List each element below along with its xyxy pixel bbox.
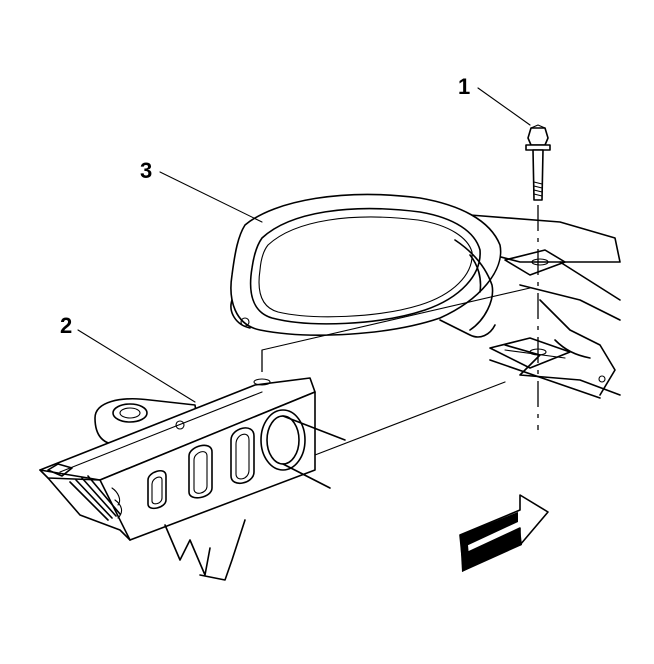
callout-label-1: 1 <box>458 74 470 99</box>
crossmember-slot <box>147 469 167 510</box>
callout-leader-1 <box>477 87 531 126</box>
callout-leader-3 <box>159 171 263 223</box>
crossmember-slot <box>230 427 255 484</box>
alignment-line-top <box>261 287 531 351</box>
mount-bracket-upper <box>504 249 566 276</box>
crossmember-2 <box>39 377 346 581</box>
front-direction-arrow-icon <box>459 494 549 572</box>
callout-leader-2 <box>77 329 196 403</box>
crossmember-slot <box>188 444 213 499</box>
mount-plate-3 <box>230 193 502 338</box>
callout-label-3: 3 <box>140 158 152 183</box>
callout-label-2: 2 <box>60 313 72 338</box>
crossmember-tube <box>260 409 346 489</box>
bolt-1 <box>525 124 551 201</box>
alignment-line-mid <box>314 381 506 456</box>
